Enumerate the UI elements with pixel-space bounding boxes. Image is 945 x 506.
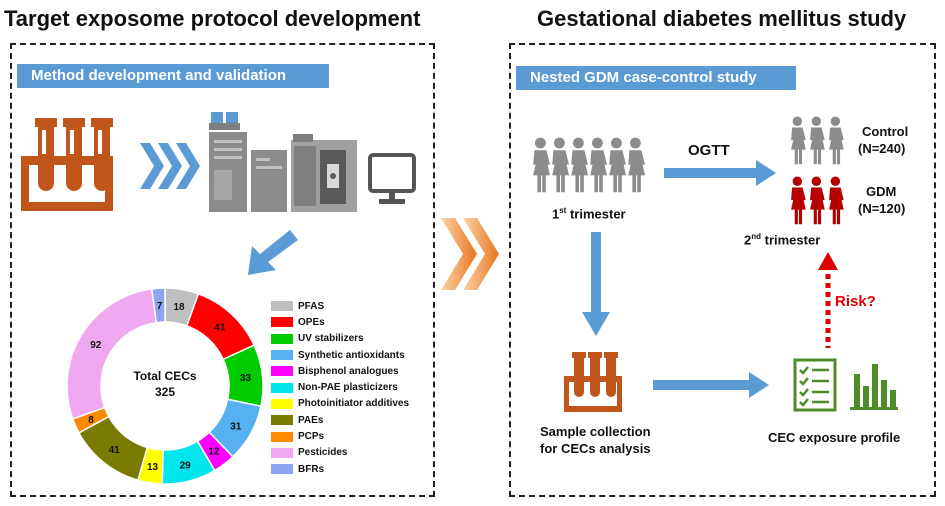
risk-label: Risk? — [835, 293, 876, 310]
left-section-title: Target exposome protocol development — [4, 6, 421, 31]
monitor-icon — [368, 153, 416, 204]
chevron-arrows-icon — [140, 143, 200, 189]
legend-swatch — [271, 382, 293, 393]
legend-label: PFAS — [298, 300, 325, 312]
lc-ms-instrument-icon — [209, 112, 357, 212]
legend-swatch — [271, 366, 293, 377]
legend-label: OPEs — [298, 316, 325, 328]
legend-swatch — [271, 415, 293, 426]
control-label: Control — [862, 124, 909, 139]
donut-slice-bfrs — [150, 287, 166, 324]
donut-center-label: Total CECs — [133, 369, 196, 383]
exposure-profile-label: CEC exposure profile — [768, 430, 901, 445]
legend-swatch — [271, 398, 293, 409]
bar-chart-icon — [850, 364, 898, 410]
control-group-icon — [791, 116, 844, 165]
legend-label: BFRs — [298, 463, 325, 475]
risk-dashed-arrow-icon — [818, 252, 838, 348]
legend-swatch — [271, 431, 293, 442]
donut-value-label: 12 — [208, 447, 220, 458]
donut-value-label: 41 — [214, 322, 226, 333]
donut-value-label: 7 — [157, 301, 163, 312]
ogtt-arrow-icon — [664, 160, 776, 186]
control-count: (N=240) — [858, 141, 906, 156]
legend-item: Photoinitiator additives — [271, 396, 409, 412]
legend-label: Bisphenol analogues — [298, 365, 399, 377]
legend-item: UV stabilizers — [271, 331, 409, 347]
center-double-chevron-icon — [441, 218, 499, 290]
gdm-group-icon — [791, 176, 844, 225]
donut-value-label: 33 — [240, 373, 252, 384]
legend-label: Non-PAE plasticizers — [298, 382, 398, 394]
legend-item: Bisphenol analogues — [271, 363, 409, 379]
legend-item: Synthetic antioxidants — [271, 347, 409, 363]
checklist-icon — [793, 358, 837, 412]
legend-swatch — [271, 350, 293, 361]
legend-label: Photoinitiator additives — [298, 398, 410, 410]
sample-collection-label-line1: Sample collection — [540, 424, 651, 439]
legend-swatch — [271, 301, 293, 312]
legend-label: UV stabilizers — [298, 333, 364, 345]
donut-value-label: 13 — [147, 462, 159, 473]
donut-value-label: 8 — [88, 415, 94, 426]
donut-value-label: 92 — [90, 340, 102, 351]
right-section-title: Gestational diabetes mellitus study — [537, 6, 907, 31]
down-arrow-icon — [582, 232, 610, 336]
donut-center-total: 325 — [155, 385, 175, 399]
gdm-banner: Nested GDM case-control study — [516, 66, 796, 90]
second-trimester-label: 2nd trimester — [744, 232, 821, 248]
legend-item: BFRs — [271, 461, 409, 477]
donut-value-label: 29 — [180, 460, 192, 471]
legend-swatch — [271, 317, 293, 328]
method-banner: Method development and validation — [17, 64, 329, 88]
ogtt-label: OGTT — [688, 142, 730, 159]
legend-label: Pesticides — [298, 447, 348, 459]
sample-collection-label-line2: for CECs analysis — [540, 441, 651, 456]
donut-value-label: 31 — [230, 421, 242, 432]
donut-value-label: 41 — [109, 445, 121, 456]
gdm-label: GDM — [866, 184, 897, 199]
legend-label: PAEs — [298, 414, 324, 426]
test-tubes-icon — [21, 118, 113, 211]
legend-label: Synthetic antioxidants — [298, 349, 405, 361]
legend-item: PAEs — [271, 412, 409, 428]
legend-item: PFAS — [271, 298, 409, 314]
donut-chart: 18 41 33 31 12 29 13 41 8 92 7 Total CECs 325 — [66, 287, 264, 485]
legend-label: PCPs — [298, 431, 325, 443]
legend-swatch — [271, 333, 293, 344]
legend-item: OPEs — [271, 314, 409, 330]
donut-value-label: 18 — [173, 302, 185, 313]
legend-item: Non-PAE plasticizers — [271, 379, 409, 395]
down-left-arrow-icon — [248, 230, 298, 275]
sample-tubes-icon — [564, 352, 622, 412]
gdm-count: (N=120) — [858, 201, 906, 216]
legend-swatch — [271, 464, 293, 475]
legend-item: PCPs — [271, 428, 409, 444]
first-trimester-label: 1st trimester — [552, 206, 626, 222]
right-arrow-icon — [653, 372, 769, 398]
left-panel — [10, 43, 435, 497]
pregnant-women-group-icon — [533, 137, 645, 193]
legend-swatch — [271, 447, 293, 458]
legend-item: Pesticides — [271, 445, 409, 461]
donut-slice-pesticides — [66, 288, 158, 420]
right-panel — [509, 43, 936, 497]
